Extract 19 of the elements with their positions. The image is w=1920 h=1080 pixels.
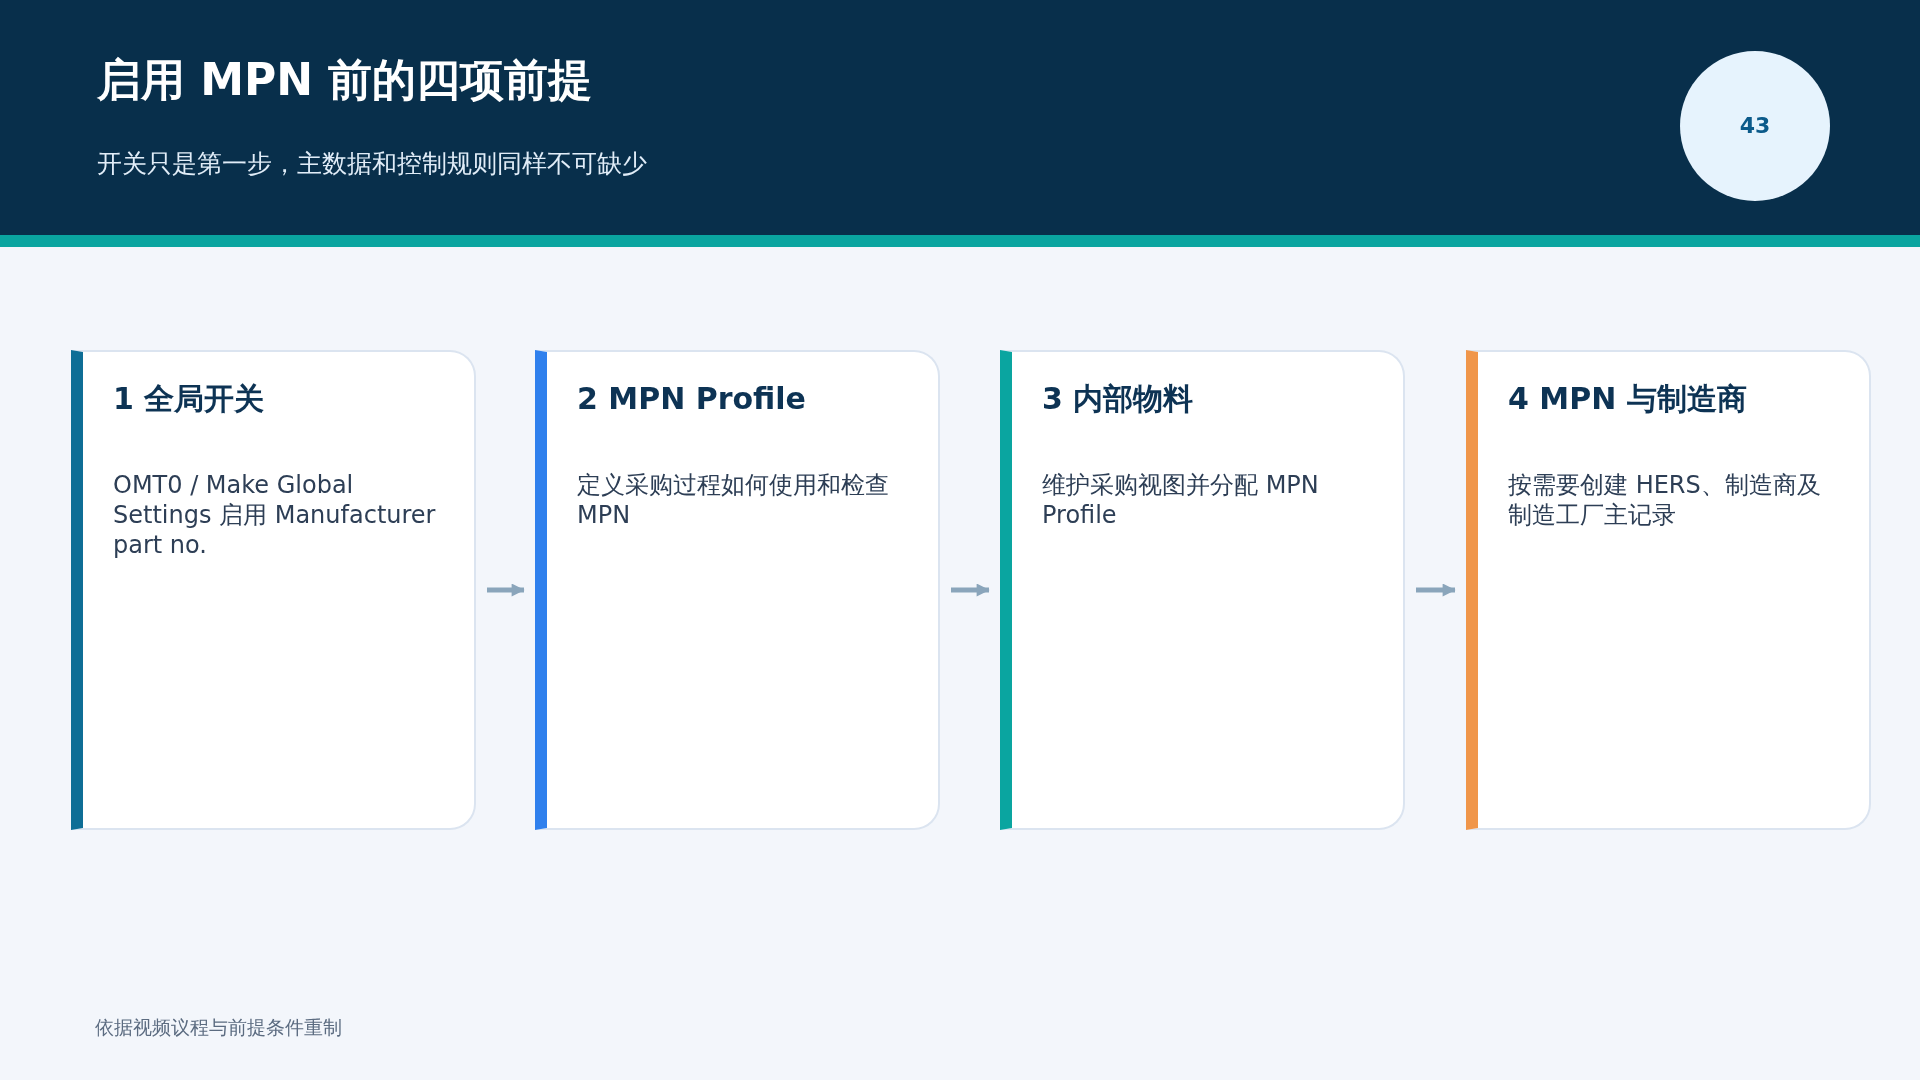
slide-title: 启用 MPN 前的四项前提 — [97, 53, 593, 107]
step-card — [535, 350, 940, 830]
step-card — [1466, 350, 1871, 830]
arrow — [1416, 583, 1456, 597]
step-card — [1000, 350, 1405, 830]
card-text: 定义采购过程如何使用和检查 MPN — [577, 470, 890, 530]
arrow — [487, 583, 525, 597]
card-text: OMT0 / Make Global Settings 启用 Manufacturer part no. — [113, 470, 437, 560]
card-text: 维护采购视图并分配 MPN Profile — [1042, 470, 1320, 530]
page-number: 43 — [1739, 113, 1771, 139]
card-heading: 2 MPN Profile — [577, 380, 807, 418]
slide-subtitle: 开关只是第一步，主数据和控制规则同样不可缺少 — [97, 148, 647, 180]
arrow — [951, 583, 990, 597]
card-heading: 3 内部物料 — [1042, 380, 1195, 418]
card-heading: 1 全局开关 — [113, 380, 266, 418]
source-note: 依据视频议程与前提条件重制 — [95, 1015, 342, 1040]
step-card — [71, 350, 476, 830]
card-heading: 4 MPN 与制造商 — [1508, 380, 1748, 418]
card-text: 按需要创建 HERS、制造商及制造工厂主记录 — [1508, 470, 1822, 530]
